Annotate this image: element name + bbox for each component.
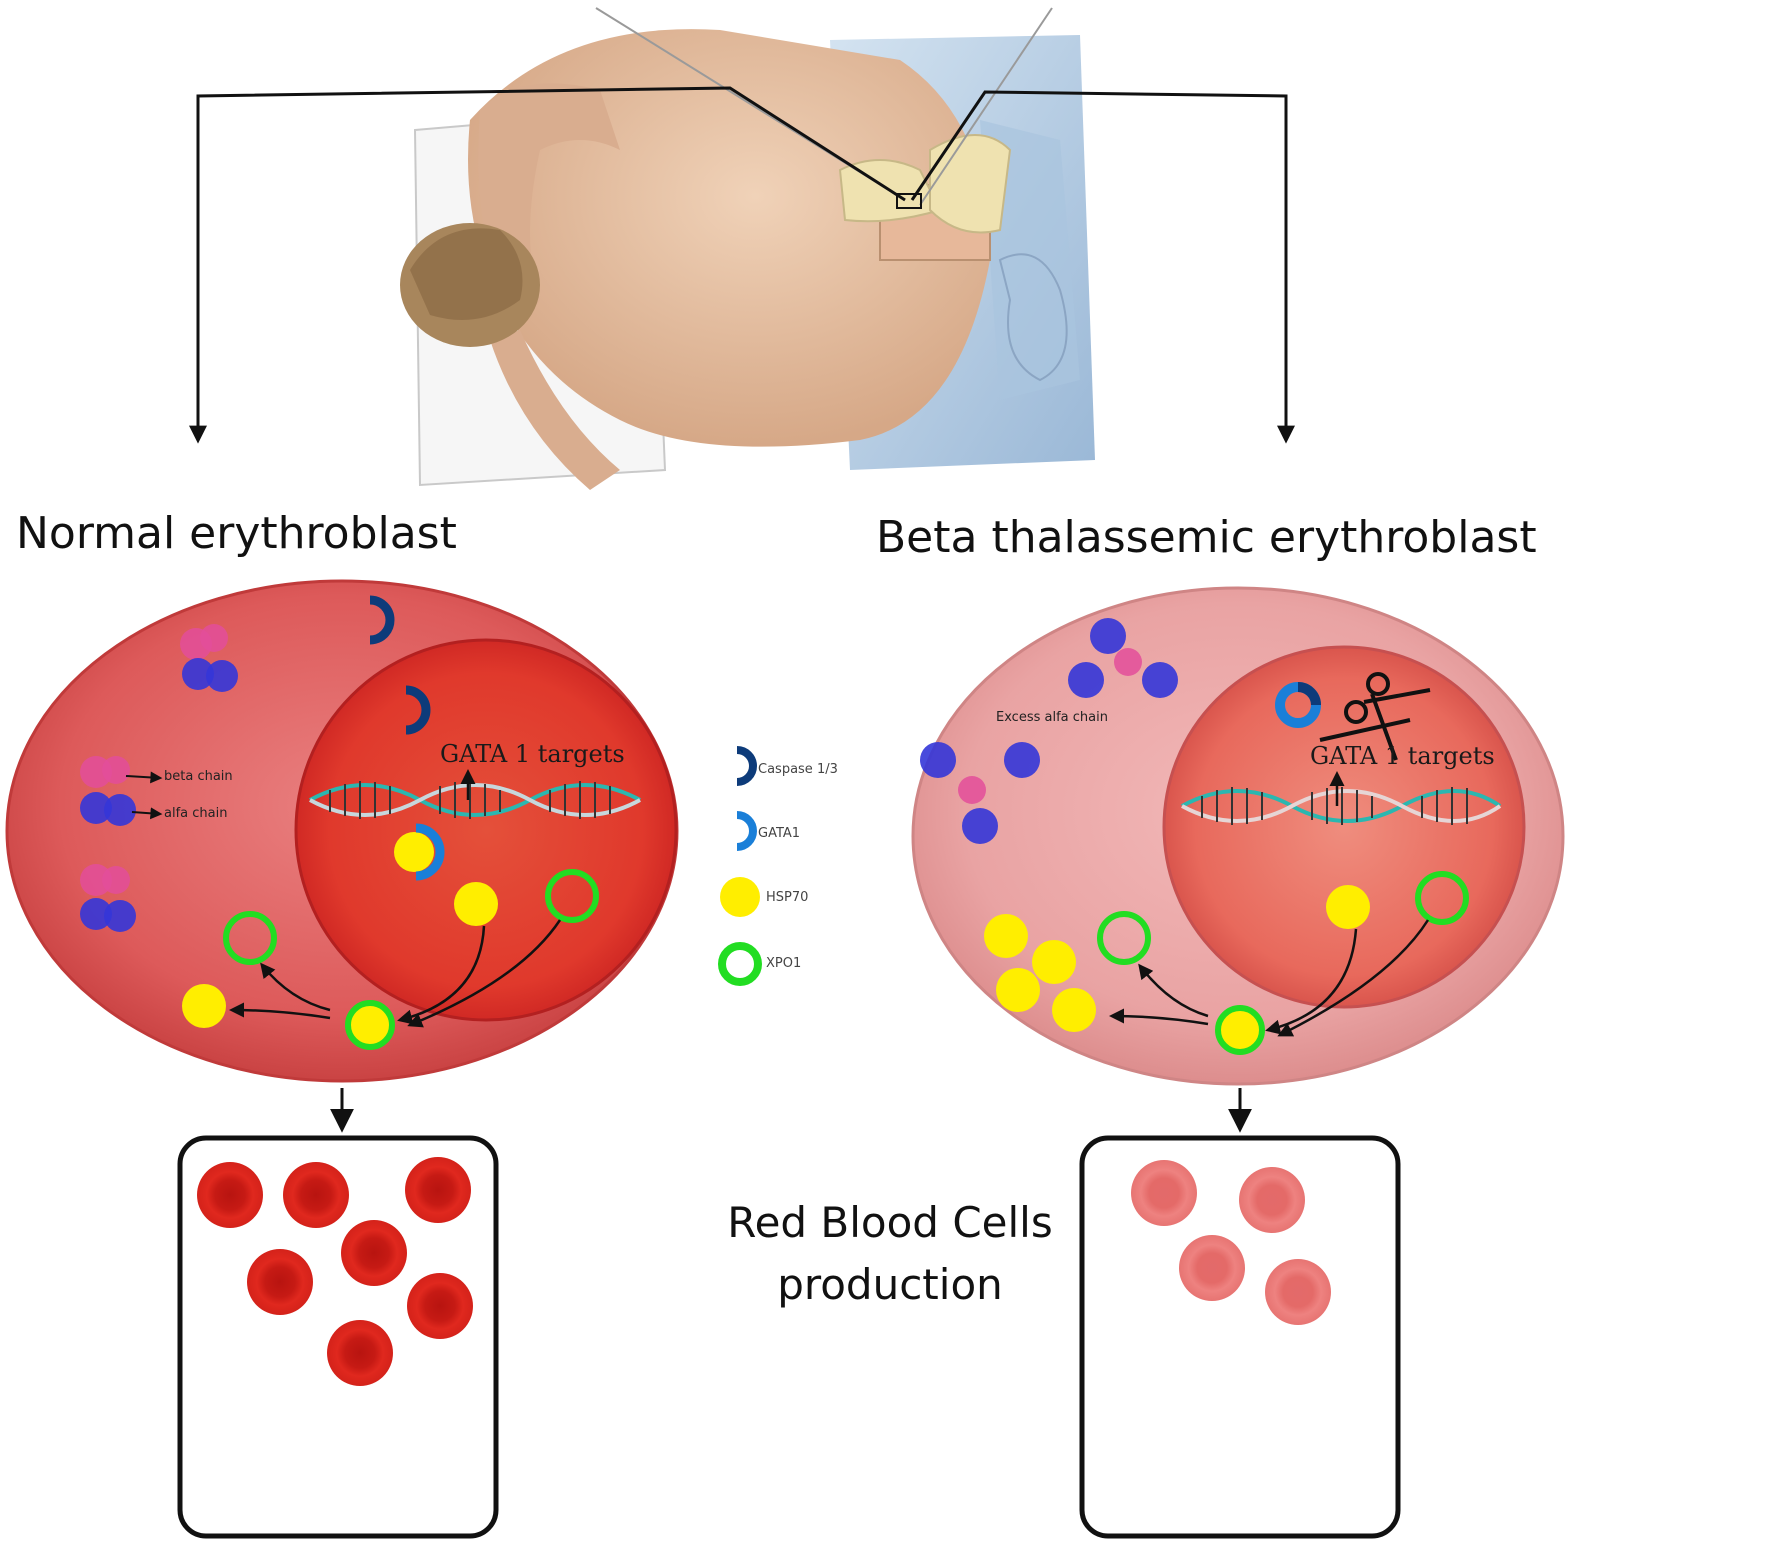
gata1-targets-label-right: GATA 1 targets [1310,742,1495,770]
caspase-icon [369,595,395,645]
hsp70-xpo1-complex [1215,1005,1265,1055]
gata1-icon [415,823,445,881]
thalassemic-rbc-box [1079,1135,1401,1539]
globin-cluster [80,864,136,932]
output-arrows [330,1088,1252,1133]
hsp70-icon [720,877,760,917]
rbc-caption-line2: production [777,1260,1003,1309]
normal-erythroblast [5,579,679,1083]
xpo1-icon [718,942,762,986]
hsp70-icon [454,882,498,926]
hsp70-icon [996,968,1040,1012]
dna-helix-right [1181,787,1502,825]
legend [718,746,762,986]
gata1-icon [736,811,757,851]
excess-alfa-cluster [920,742,1040,844]
globin-cluster-labeled [80,756,163,826]
hsp70-icon [984,914,1028,958]
legend-label-caspase: Caspase 1/3 [758,762,838,777]
xpo1-icon [1097,911,1151,965]
legend-label-hsp70: HSP70 [766,890,809,905]
hsp70-xpo1-complex [345,1000,395,1050]
dna-helix-left [309,781,641,819]
globin-cluster [180,624,238,692]
rbc-caption-line1: Red Blood Cells [727,1198,1053,1247]
thalassemic-erythroblast [911,586,1565,1086]
normal-rbc-box [177,1135,499,1539]
xpo1-icon [545,869,599,923]
scissors-icon [1319,672,1431,761]
caspase-icon [405,685,431,735]
alfa-chain-label: alfa chain [164,806,228,821]
normal-erythroblast-heading: Normal erythroblast [16,508,457,559]
gata1-targets-label-left: GATA 1 targets [440,740,625,768]
branch-lines [189,86,1295,444]
insertion-site-box [896,193,922,209]
hsp70-icon [394,832,434,872]
xpo1-icon [223,911,277,965]
caspase-icon [1297,682,1321,706]
normal-nucleus [294,638,678,1022]
hsp70-icon [1032,940,1076,984]
legend-label-gata1: GATA1 [758,826,801,841]
excess-alfa-cluster [1068,618,1178,698]
hsp70-icon [182,984,226,1028]
beta-chain-label: beta chain [164,769,233,784]
thalassemic-erythroblast-heading: Beta thalassemic erythroblast [876,512,1537,563]
xpo1-icon [1415,871,1469,925]
legend-label-xpo1: XPO1 [766,956,802,971]
hsp70-icon [1326,885,1370,929]
thalassemic-nucleus [1162,645,1526,1009]
hsp70-icon [1052,988,1096,1032]
patient-illustration [400,7,1095,490]
caspase-icon [736,746,757,786]
excess-alfa-chain-label: Excess alfa chain [996,710,1108,725]
